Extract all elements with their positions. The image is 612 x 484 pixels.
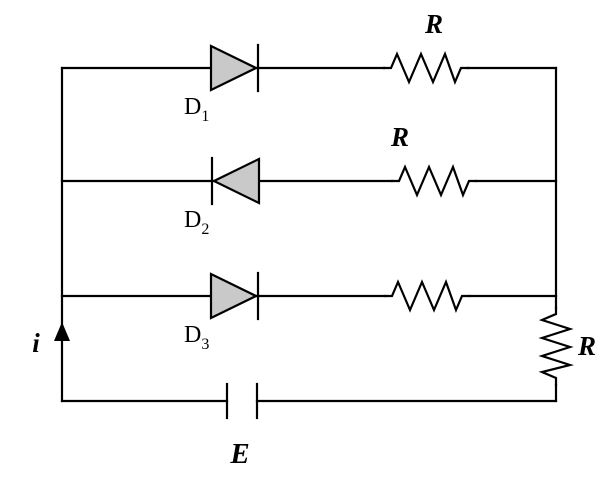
resistor-4-symbol — [538, 306, 575, 387]
resistor-right-label: R — [577, 331, 596, 361]
diode-2-icon — [211, 157, 261, 205]
diode-2-label-sub: 2 — [201, 221, 209, 238]
battery-label: E — [229, 438, 249, 470]
resistor-2-symbol — [390, 163, 478, 199]
diode-3-icon — [209, 272, 259, 320]
diode-2-label: D2 — [184, 207, 209, 238]
diode-1-icon — [209, 44, 259, 92]
diode-3-label-sub: 3 — [201, 336, 209, 353]
diode-3-label: D3 — [184, 322, 209, 353]
resistor-3-symbol — [383, 278, 471, 314]
diode-2-label-base: D — [184, 207, 201, 233]
diode-3-label-base: D — [184, 322, 201, 348]
diode-1-label: D1 — [184, 94, 209, 125]
resistor-middle-label: R — [390, 122, 409, 152]
resistor-top-label: R — [424, 9, 443, 39]
current-label: i — [32, 328, 40, 358]
diode-1-label-sub: 1 — [201, 108, 209, 125]
resistor-1-symbol — [382, 50, 470, 86]
current-arrow-icon — [54, 322, 70, 341]
diode-1-label-base: D — [184, 94, 201, 120]
wire-network — [60, 43, 575, 420]
